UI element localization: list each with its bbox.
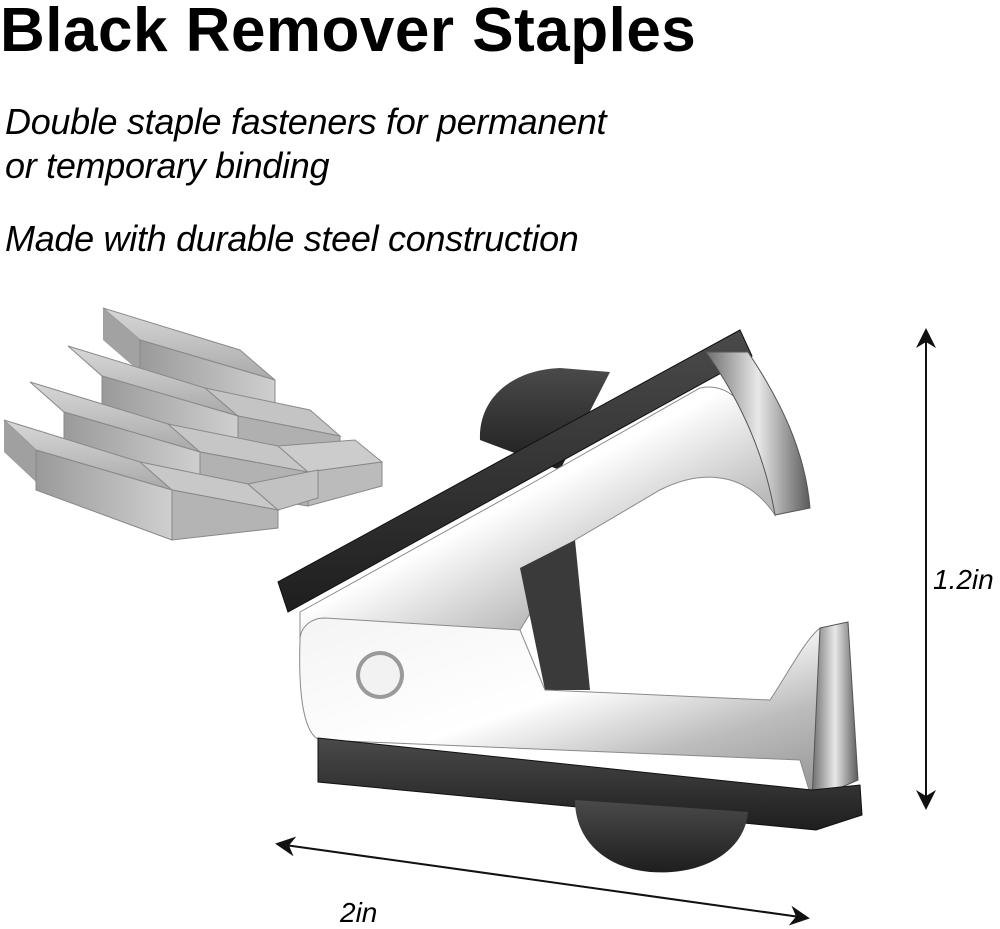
feature-binding-line-2: or temporary binding: [5, 145, 330, 186]
feature-binding: Double staple fasteners for permanent or…: [5, 100, 607, 188]
feature-binding-line-1: Double staple fasteners for permanent: [5, 101, 607, 142]
product-title: Black Remover Staples: [0, 0, 697, 65]
height-dimension-label: 1.2in: [933, 564, 994, 595]
width-dimension-label: 2in: [340, 897, 378, 928]
width-dimension-arrow: [275, 836, 810, 926]
staple-remover-image: [277, 329, 863, 873]
feature-steel: Made with durable steel construction: [5, 218, 579, 259]
staples-stack-image: [3, 307, 384, 541]
